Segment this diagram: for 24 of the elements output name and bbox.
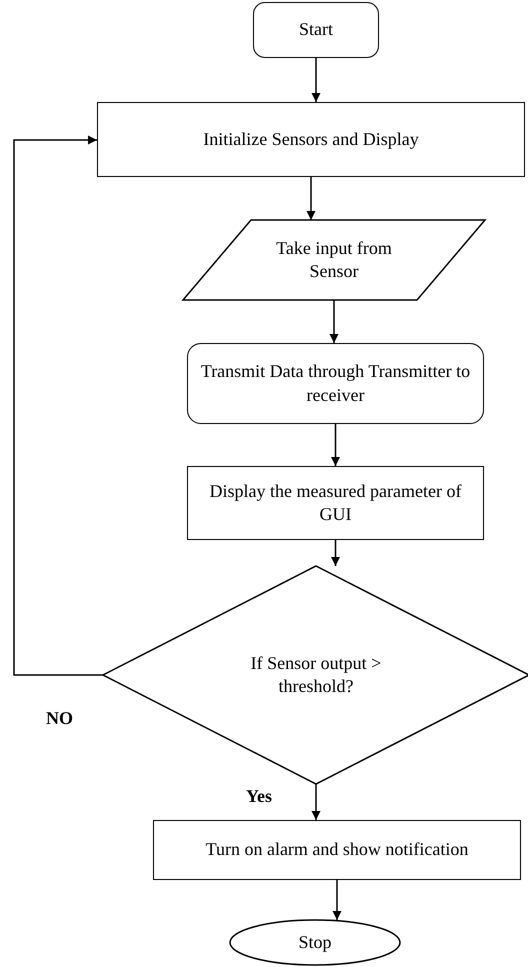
node-text: Initialize Sensors and Display bbox=[203, 128, 419, 151]
node-text: Turn on alarm and show notification bbox=[206, 838, 468, 862]
terminal-box bbox=[253, 2, 379, 58]
process-box bbox=[97, 102, 525, 177]
decision-diamond bbox=[103, 566, 528, 784]
process-box bbox=[187, 466, 484, 540]
node-text: Take input from Sensor bbox=[275, 236, 393, 283]
arrow bbox=[312, 784, 320, 820]
arrow bbox=[312, 58, 320, 102]
arrow bbox=[13, 136, 103, 676]
arrow bbox=[306, 177, 316, 220]
arrow bbox=[330, 300, 338, 343]
node-text: Stop bbox=[298, 930, 332, 954]
arrow bbox=[332, 880, 342, 920]
arrow bbox=[331, 424, 340, 466]
process-box bbox=[153, 820, 521, 880]
node-text: If Sensor output > threshold? bbox=[250, 652, 382, 698]
input-parallelogram bbox=[183, 220, 485, 300]
arrow bbox=[331, 540, 340, 566]
node-text: Transmit Data through Transmitter to receiver bbox=[200, 360, 472, 406]
terminal-box bbox=[187, 343, 484, 424]
terminal-ellipse bbox=[230, 920, 400, 965]
node-text: Display the measured parameter of GUI bbox=[208, 480, 462, 526]
node-text: Start bbox=[299, 18, 333, 42]
